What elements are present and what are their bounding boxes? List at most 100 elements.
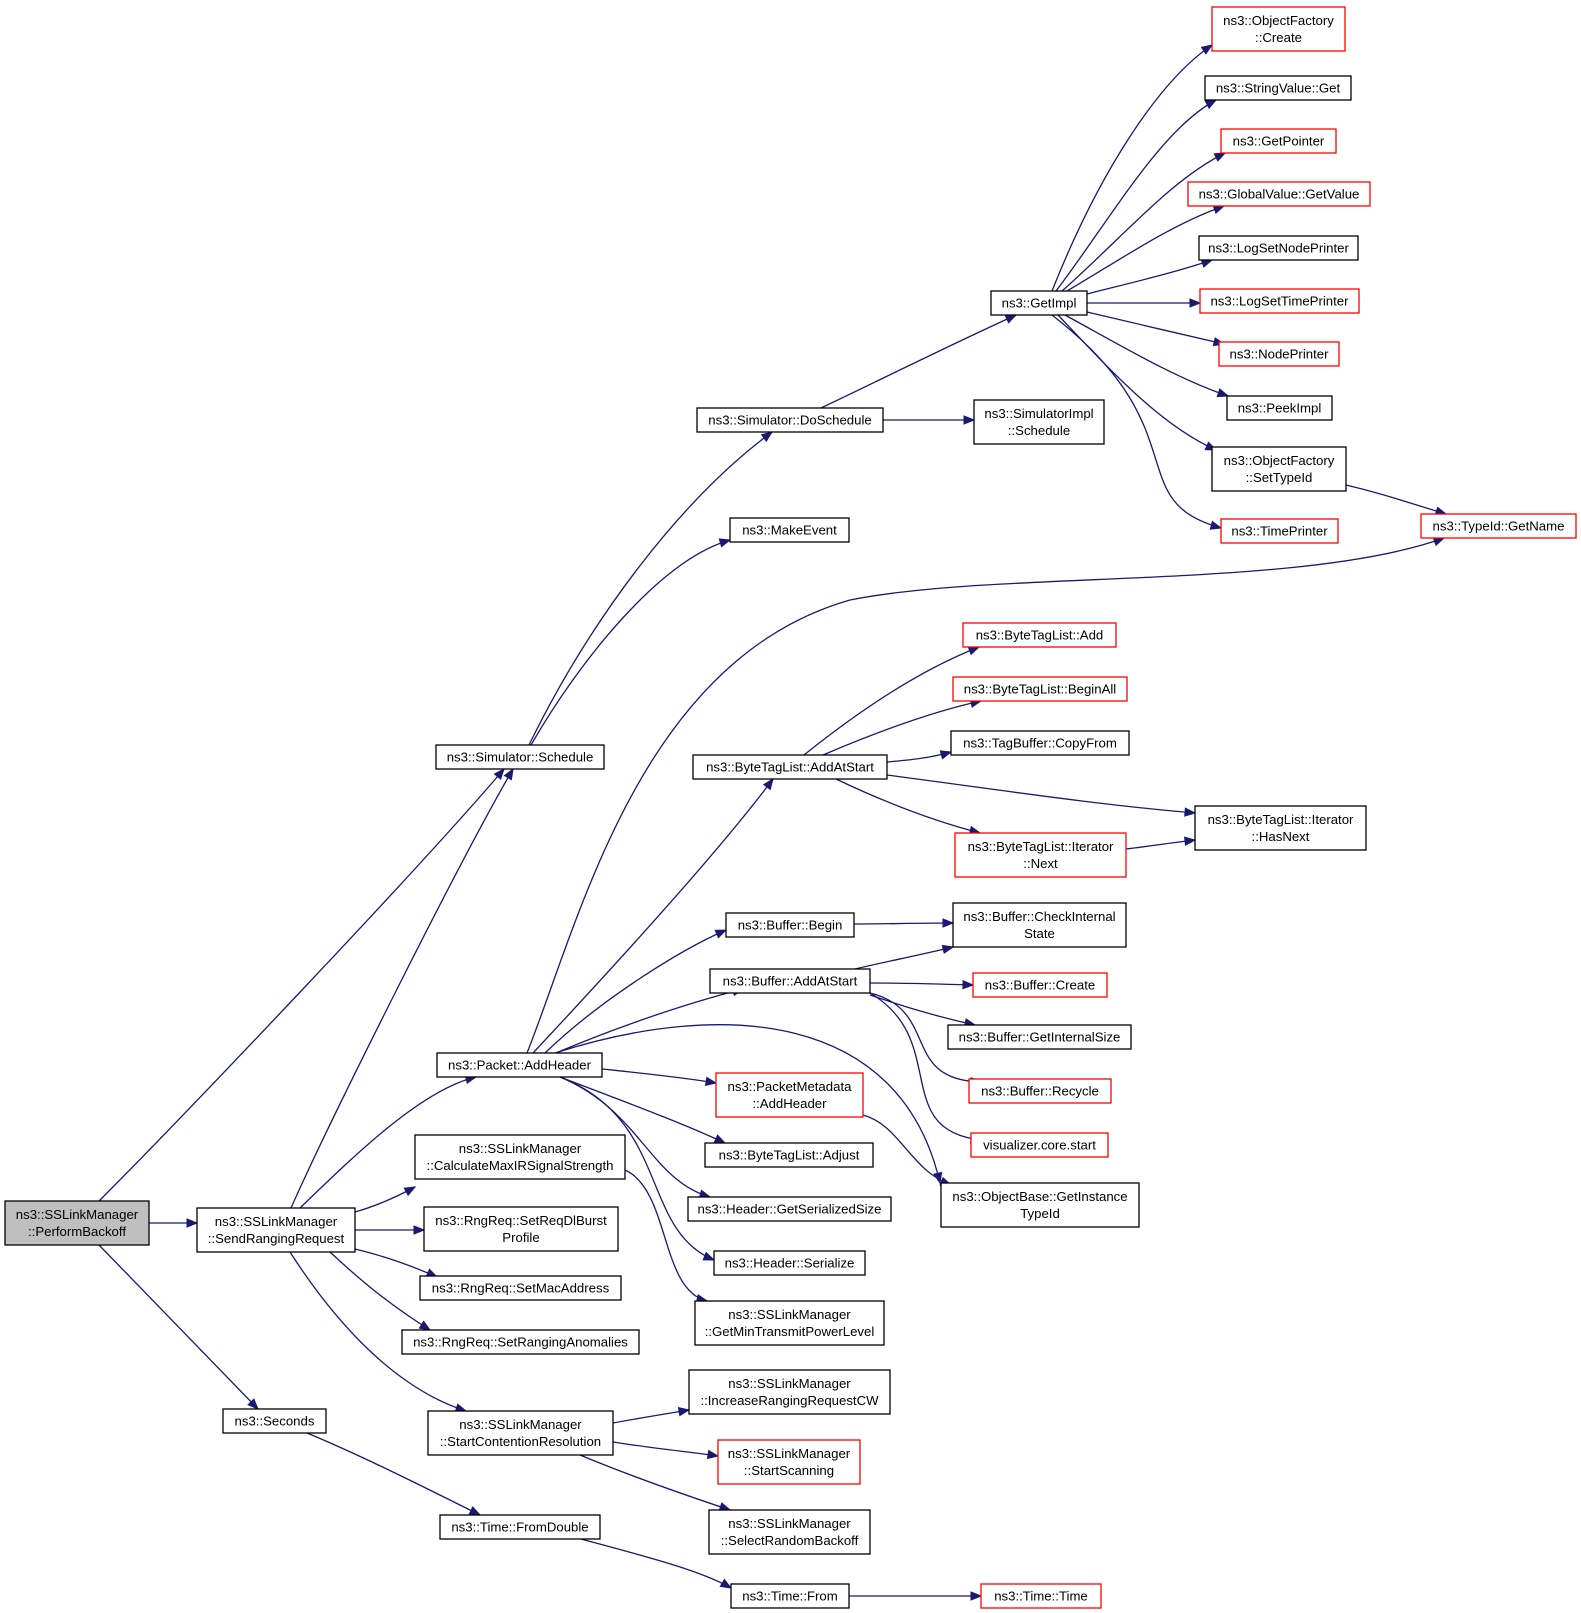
node-bytetaglist-adjust[interactable]: ns3::ByteTagList::Adjust [704,1142,874,1168]
node-box[interactable] [4,1200,150,1246]
node-buffer-begin[interactable]: ns3::Buffer::Begin [725,912,855,938]
node-bytetaglist-addatstart[interactable]: ns3::ByteTagList::AddAtStart [692,754,888,780]
node-box[interactable] [973,399,1105,445]
node-box[interactable] [1194,805,1367,851]
node-header-getserializedsize[interactable]: ns3::Header::GetSerializedSize [687,1196,892,1222]
node-packetmetadata-addheader[interactable]: ns3::PacketMetadata::AddHeader [715,1072,864,1118]
node-box[interactable] [1220,518,1339,544]
node-box[interactable] [696,407,884,433]
node-stringvalue-get[interactable]: ns3::StringValue::Get [1204,75,1352,101]
node-box[interactable] [1187,181,1371,207]
node-box[interactable] [427,1410,614,1456]
node-objectfactory-settypeid[interactable]: ns3::ObjectFactory::SetTypeId [1211,446,1347,492]
node-calc-max-ir[interactable]: ns3::SSLinkManager::CalculateMaxIRSignal… [414,1134,626,1180]
node-visualizer-core-start[interactable]: visualizer.core.start [970,1132,1109,1158]
node-box[interactable] [694,1300,885,1346]
node-box[interactable] [222,1408,327,1434]
node-getimpl[interactable]: ns3::GetImpl [990,290,1088,316]
node-box[interactable] [1198,235,1359,261]
node-box[interactable] [990,290,1088,316]
node-box[interactable] [730,1583,850,1609]
node-buffer-recycle[interactable]: ns3::Buffer::Recycle [968,1078,1112,1104]
node-set-ranging-anomalies[interactable]: ns3::RngReq::SetRangingAnomalies [401,1329,640,1355]
node-box[interactable] [435,744,605,770]
node-logsetnodeprinter[interactable]: ns3::LogSetNodePrinter [1198,235,1359,261]
node-box[interactable] [423,1206,619,1252]
node-box[interactable] [980,1583,1102,1609]
node-simulatorimpl-schedule[interactable]: ns3::SimulatorImpl::Schedule [973,399,1105,445]
node-box[interactable] [717,1439,861,1485]
node-simulator-schedule[interactable]: ns3::Simulator::Schedule [435,744,605,770]
node-increase-ranging-cw[interactable]: ns3::SSLinkManager::IncreaseRangingReque… [688,1369,891,1415]
node-box[interactable] [704,1142,874,1168]
node-box[interactable] [414,1134,626,1180]
node-box[interactable] [952,902,1127,948]
node-bytetaglist-beginall[interactable]: ns3::ByteTagList::BeginAll [952,676,1128,702]
node-perform-backoff[interactable]: ns3::SSLinkManager::PerformBackoff [4,1200,150,1246]
node-time-fromdouble[interactable]: ns3::Time::FromDouble [439,1514,601,1540]
node-tagbuffer-copyfrom[interactable]: ns3::TagBuffer::CopyFrom [950,730,1130,756]
node-box[interactable] [715,1072,864,1118]
node-bytetaglist-iterator-next[interactable]: ns3::ByteTagList::Iterator::Next [954,832,1127,878]
node-packet-addheader[interactable]: ns3::Packet::AddHeader [436,1052,603,1078]
node-box[interactable] [1211,446,1347,492]
node-box[interactable] [688,1369,891,1415]
node-makeevent[interactable]: ns3::MakeEvent [729,517,850,543]
node-timeprinter[interactable]: ns3::TimePrinter [1220,518,1339,544]
node-box[interactable] [952,676,1128,702]
node-select-random-backoff[interactable]: ns3::SSLinkManager::SelectRandomBackoff [708,1509,871,1555]
node-box[interactable] [1204,75,1352,101]
node-box[interactable] [1218,341,1340,367]
node-seconds[interactable]: ns3::Seconds [222,1408,327,1434]
node-box[interactable] [692,754,888,780]
node-box[interactable] [970,1132,1109,1158]
node-box[interactable] [962,622,1117,648]
node-send-ranging-request[interactable]: ns3::SSLinkManager::SendRangingRequest [196,1207,356,1253]
node-box[interactable] [729,517,850,543]
node-box[interactable] [968,1078,1112,1104]
node-time-time[interactable]: ns3::Time::Time [980,1583,1102,1609]
node-start-contention[interactable]: ns3::SSLinkManager::StartContentionResol… [427,1410,614,1456]
node-bytetaglist-iterator-hasnext[interactable]: ns3::ByteTagList::Iterator::HasNext [1194,805,1367,851]
node-box[interactable] [940,1182,1140,1228]
node-getmintransmitpower[interactable]: ns3::SSLinkManager::GetMinTransmitPowerL… [694,1300,885,1346]
node-box[interactable] [709,968,871,994]
node-box[interactable] [1220,128,1337,154]
node-nodeprinter[interactable]: ns3::NodePrinter [1218,341,1340,367]
node-box[interactable] [1199,288,1360,314]
node-simulator-doschedule[interactable]: ns3::Simulator::DoSchedule [696,407,884,433]
node-box[interactable] [713,1250,866,1276]
node-globalvalue-getvalue[interactable]: ns3::GlobalValue::GetValue [1187,181,1371,207]
node-start-scanning[interactable]: ns3::SSLinkManager::StartScanning [717,1439,861,1485]
node-buffer-getinternalsize[interactable]: ns3::Buffer::GetInternalSize [947,1024,1132,1050]
node-bytetaglist-add[interactable]: ns3::ByteTagList::Add [962,622,1117,648]
node-box[interactable] [401,1329,640,1355]
node-objectfactory-create[interactable]: ns3::ObjectFactory::Create [1211,6,1346,52]
node-getpointer[interactable]: ns3::GetPointer [1220,128,1337,154]
node-box[interactable] [708,1509,871,1555]
node-box[interactable] [1420,513,1577,539]
node-typeid-getname[interactable]: ns3::TypeId::GetName [1420,513,1577,539]
node-header-serialize[interactable]: ns3::Header::Serialize [713,1250,866,1276]
node-box[interactable] [1211,6,1346,52]
node-logsettimeprinter[interactable]: ns3::LogSetTimePrinter [1199,288,1360,314]
node-box[interactable] [950,730,1130,756]
node-buffer-addatstart[interactable]: ns3::Buffer::AddAtStart [709,968,871,994]
node-buffer-create[interactable]: ns3::Buffer::Create [972,972,1108,998]
node-time-from[interactable]: ns3::Time::From [730,1583,850,1609]
node-box[interactable] [947,1024,1132,1050]
node-box[interactable] [419,1275,622,1301]
node-box[interactable] [439,1514,601,1540]
node-peekimpl[interactable]: ns3::PeekImpl [1226,395,1333,421]
node-box[interactable] [436,1052,603,1078]
node-box[interactable] [1226,395,1333,421]
node-set-mac-address[interactable]: ns3::RngReq::SetMacAddress [419,1275,622,1301]
node-box[interactable] [196,1207,356,1253]
node-box[interactable] [687,1196,892,1222]
node-box[interactable] [954,832,1127,878]
node-box[interactable] [972,972,1108,998]
node-box[interactable] [725,912,855,938]
